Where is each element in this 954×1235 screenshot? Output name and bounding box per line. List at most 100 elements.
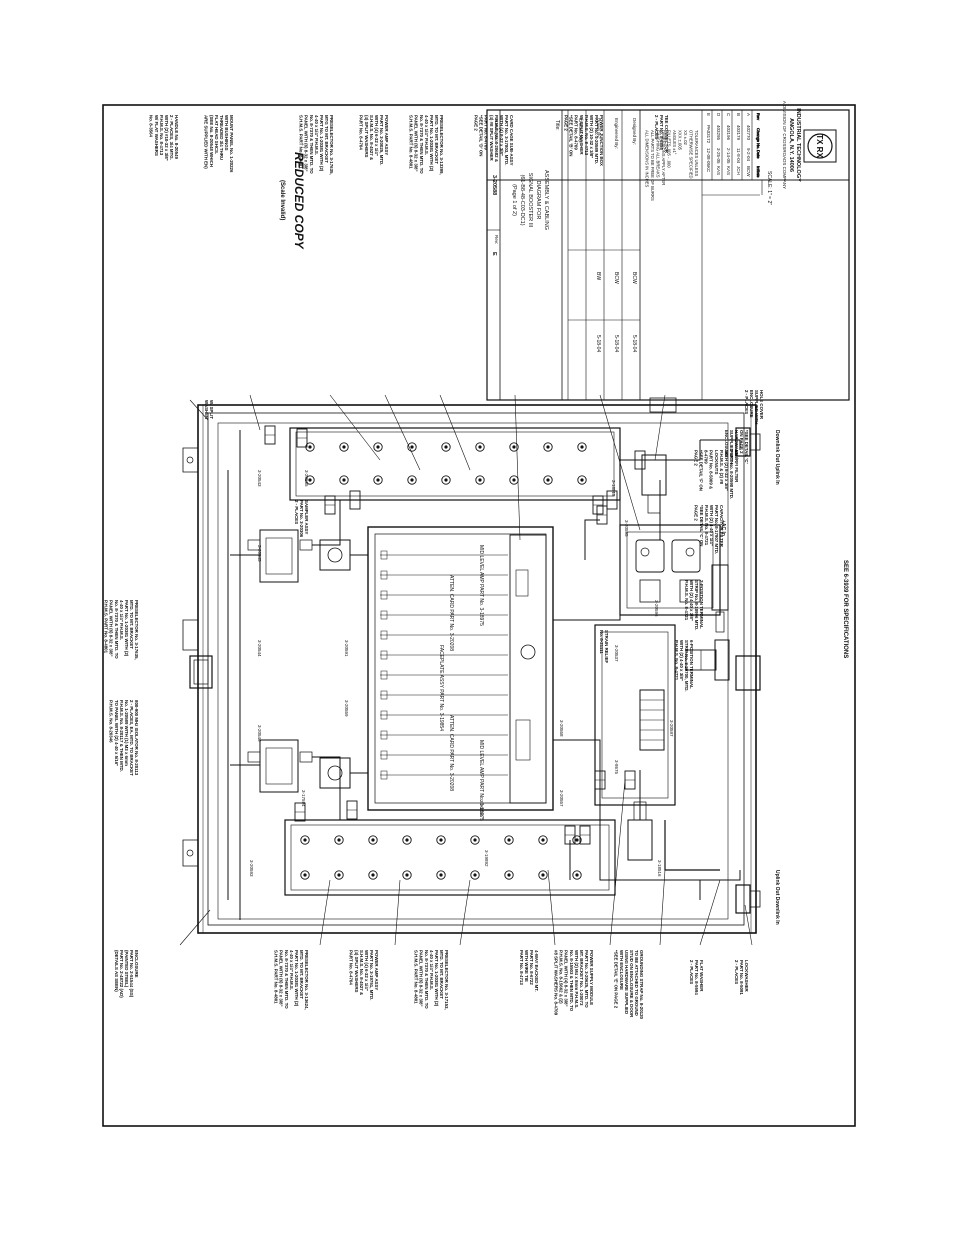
mounting-bolt — [538, 835, 548, 845]
company-line-3: A DIVISION OF CROSSROADS COMPANY — [782, 101, 787, 189]
mounting-bolt — [577, 475, 587, 485]
callout-bottom-5: 4-WAY BACKED MT.PART No. 8-6722WITH WIRE… — [519, 950, 539, 992]
revision-cell: KC — [706, 166, 711, 173]
cable-label: 3-20546 — [257, 725, 262, 742]
mounting-bolt-center — [371, 838, 375, 842]
mounting-bolt — [441, 475, 451, 485]
coax-connectors — [264, 425, 646, 845]
mounting-bolt-center — [410, 478, 414, 482]
tolerance-line: XX ±.02 — [683, 130, 688, 146]
isolator-lower — [247, 739, 313, 793]
card-latch — [380, 590, 388, 600]
card-latch — [380, 690, 388, 700]
mounting-bolt-center — [308, 445, 312, 449]
mounting-bolt — [368, 870, 378, 880]
cable-label: 3-20596 — [654, 600, 659, 617]
title-block: TX RX INDUSTRIAL TECHNOLOGY ANGOLA, N.Y.… — [486, 101, 850, 401]
callout-bottom-8: LOCKWASHERPART No. 8-50912 - PLACES — [734, 960, 749, 995]
mid-level-amp-2-label: MID LEVEL AMP PART No. 3-18975 — [478, 740, 484, 821]
signoff-label: Engineered By: — [614, 118, 619, 149]
callout-bottom-15: *SEE DETAIL 'C'ON PAGE 2HARDWARESUPPLIED… — [724, 430, 749, 464]
mounting-bolt-center — [308, 478, 312, 482]
revision-cell: E — [706, 113, 711, 116]
port-uplink-label: Downlink Out Uplink In — [774, 430, 780, 485]
mounting-bolt — [538, 870, 548, 880]
card-latch — [380, 570, 388, 580]
mid-level-amp-1-label: MID LEVEL AMP PART No. 3-18975 — [478, 545, 484, 626]
mounting-bolt — [504, 835, 514, 845]
rev-header-date: Date — [756, 150, 761, 159]
sampler-note: SAMPLER ASSYPART No. 3-203062 - PLACES — [294, 500, 309, 538]
revision-cell: KAS — [716, 166, 721, 175]
rev-header-initials: Initials — [756, 166, 761, 177]
callout-bottom-6: POWER SUPPLY MODULEPART No. 3-20625, MTD… — [554, 950, 594, 1016]
terminal-strip-2pos — [685, 649, 717, 671]
scale-invalid-note: (Scale Invalid) — [279, 180, 285, 220]
cable-label: 3-20543 — [257, 470, 262, 487]
mounting-bolt-center — [473, 873, 477, 877]
revision-cell: BCW — [746, 166, 751, 177]
card-latch — [380, 650, 388, 660]
tolerance-line: ALL PARTS TO BE FREE OF BURRS — [650, 130, 655, 201]
revision-cell: A — [746, 113, 751, 116]
mounting-bolt — [300, 835, 310, 845]
mounting-bolt — [441, 442, 451, 452]
tolerance-line: ALL DIMENSIONS IN INCHES — [645, 130, 650, 188]
tolerance-line: TOLERANCES UNLESS — [694, 130, 699, 176]
signoff-name: BCW — [613, 272, 619, 284]
callout-top-3: PRESELECTOR No. 3-17635,MTG TO MT. BRACK… — [299, 115, 334, 175]
cable-label: 3-20558 — [559, 720, 564, 737]
mounting-bolt-center — [371, 873, 375, 877]
strain-relief-note: STRAIN RELIEFNo. 8-21111 — [599, 630, 609, 663]
callout-bottom-7: GROUNDING STRAP No. 8-20120TO BE ATTACHE… — [614, 950, 644, 1020]
mounting-bolt-center — [439, 873, 443, 877]
drawing-number: 3-20588 — [491, 175, 497, 195]
mounting-bolt-center — [478, 445, 482, 449]
mounting-bolt — [339, 442, 349, 452]
mounting-bolt — [339, 475, 349, 485]
cable-runs — [227, 430, 741, 920]
rev-label: Rev: — [494, 235, 499, 244]
company-line-1: INDUSTRIAL TECHNOLOGY — [795, 108, 801, 182]
cable-label: 3-18516 — [657, 860, 662, 877]
cable-label: 3-20595 — [624, 520, 629, 537]
mounting-bolt-center — [580, 478, 584, 482]
capacitor-filter — [714, 639, 730, 681]
mounting-bolt — [436, 870, 446, 880]
title-line: (61-B8-48-C03-DC1) — [519, 174, 525, 225]
preselector-top — [289, 427, 621, 501]
revision-cell: 403295 — [716, 125, 721, 141]
tolerance-line: XXX ±.005 — [678, 130, 683, 151]
title-line: ASSEMBLY & CABLING — [543, 170, 549, 230]
cable-label: 3-8675 — [614, 760, 619, 775]
signoff-date: 5-18-04 — [595, 335, 601, 352]
mounting-bolt-center — [575, 873, 579, 877]
mounting-bolt — [373, 442, 383, 452]
callouts-bottom: ENCLOSUREPART No. 2-51544 (SS)(PAINTED S… — [114, 390, 764, 1020]
callout-bottom-11: 2-POSITION TERMINALSTRIP No. 8-10996 MTD… — [684, 580, 704, 630]
logo-text: TX RX — [815, 134, 824, 158]
revision-cell: KAS — [726, 166, 731, 175]
signoff-label: Designed By: — [632, 118, 637, 145]
mounting-bolt — [407, 475, 417, 485]
mounting-bolt-center — [541, 838, 545, 842]
preselector-left-note: PRESELECTOR No. 3-17635,MTD. TO MT. BRAC… — [104, 600, 139, 660]
company-logo: TX RX — [803, 129, 837, 163]
cable-label: 3-20591 — [344, 640, 349, 657]
mounting-bolt-center — [478, 478, 482, 482]
callout-bottom-9: FLAT WASHERPART No. 8-55942 - PLACES — [689, 960, 704, 995]
mounting-bolt-center — [507, 873, 511, 877]
callout-top-4: POWER AMP ASSYPART No. 3-20025, MTD.WITH… — [359, 115, 389, 165]
tolerance-line: OTHERWISE SPECIFIED — [689, 130, 694, 179]
port-downlink-out — [735, 884, 761, 914]
mounting-bolt-center — [410, 445, 414, 449]
mounting-bolt — [543, 475, 553, 485]
revision-cell: 11-8-04 — [736, 148, 741, 164]
reduced-copy-stamp: REDUCED COPY — [292, 152, 306, 250]
revision-cell: 403196 — [726, 125, 731, 141]
cable-label: 3-20594 — [479, 800, 484, 817]
cable-label: 3-20537 — [614, 645, 619, 662]
tee-connector-upper — [641, 454, 667, 514]
